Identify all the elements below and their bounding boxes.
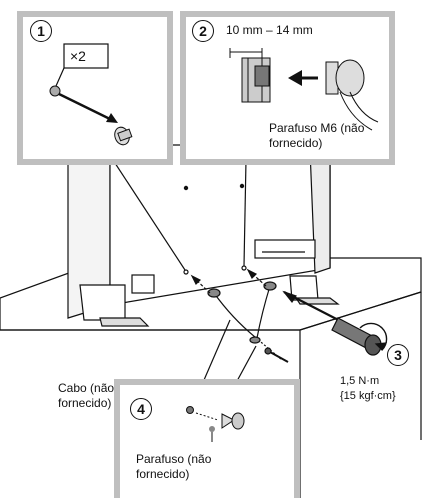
loose-screw xyxy=(265,348,288,362)
step-2-screw-label: Parafuso M6 (não fornecido) xyxy=(269,121,364,151)
cable-label: Cabo (não fornecido) xyxy=(58,381,114,411)
step-2-measurement: 10 mm – 14 mm xyxy=(226,23,313,38)
step-1-number: 1 xyxy=(30,20,52,42)
step-2-number: 2 xyxy=(192,20,214,42)
step-1-quantity: ×2 xyxy=(70,49,86,64)
step-3-number: 3 xyxy=(387,344,409,366)
step-4-screw-label: Parafuso (não fornecido) xyxy=(136,452,211,482)
step-4-number: 4 xyxy=(130,398,152,420)
step-3-torque: 1,5 N·m {15 kgf·cm} xyxy=(340,374,396,404)
